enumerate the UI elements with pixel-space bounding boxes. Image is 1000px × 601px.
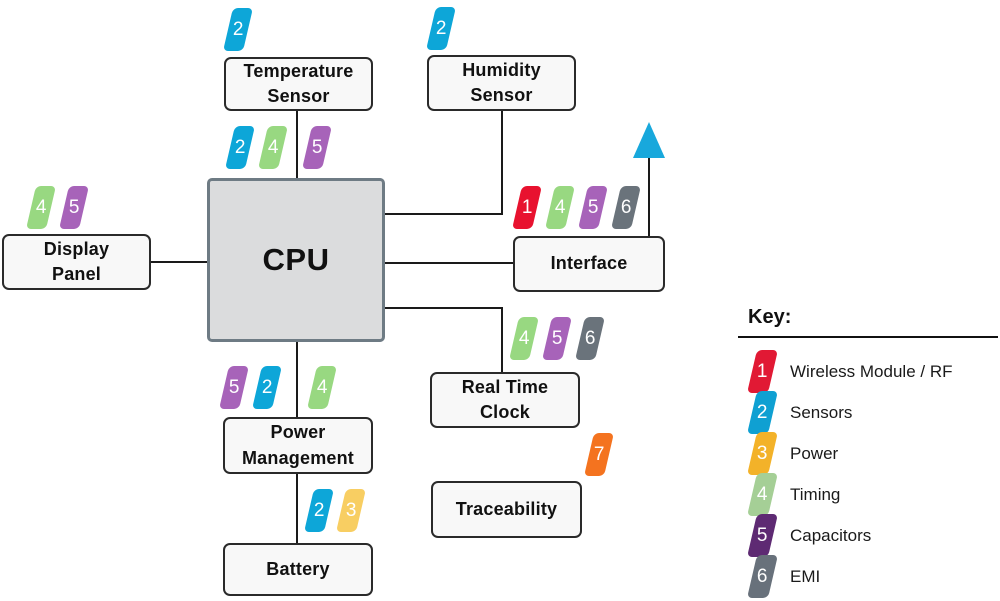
badge-5: 5 (219, 366, 249, 409)
badges-humidity-sensor: 2 (426, 7, 456, 50)
badge-6: 6 (747, 555, 778, 598)
node-label: Power Management (241, 422, 355, 468)
badge-number: 2 (261, 376, 273, 398)
node-label: Traceability (455, 498, 558, 519)
badges-traceability: 7 (584, 433, 614, 476)
badge-number: 6 (584, 327, 596, 349)
node-label: CPU (262, 242, 330, 278)
badge-number: 6 (620, 196, 632, 218)
badge-number: 5 (551, 327, 563, 349)
badge-number: 1 (757, 360, 768, 382)
badge-number: 2 (313, 499, 325, 521)
badge-3: 3 (747, 432, 778, 475)
badge-number: 2 (234, 136, 246, 158)
badge-number: 4 (267, 136, 279, 158)
legend-label: Capacitors (790, 525, 872, 545)
node-temperature-sensor: Temperature Sensor (224, 57, 373, 111)
badge-2: 2 (225, 126, 255, 169)
legend-row-1: 1 Wireless Module / RF (738, 350, 998, 393)
badge-number: 7 (593, 443, 605, 465)
legend-row-4: 4 Timing (738, 473, 998, 516)
badge-number: 4 (757, 483, 768, 505)
badge-number: 3 (345, 499, 357, 521)
legend-rows: 1 Wireless Module / RF 2 Sensors 3 Power 4 Timi… (738, 350, 998, 598)
badge-number: 4 (316, 376, 328, 398)
badge-4: 4 (26, 186, 56, 229)
node-display-panel: Display Panel (2, 234, 151, 290)
legend-row-2: 2 Sensors (738, 391, 998, 434)
node-label: Battery (266, 558, 330, 579)
badge-number: 4 (554, 196, 566, 218)
legend-label: Wireless Module / RF (790, 361, 953, 381)
node-label: Humidity Sensor (462, 59, 541, 105)
node-interface: Interface (513, 236, 665, 292)
badge-number: 2 (232, 18, 244, 40)
node-power-management: Power Management (223, 417, 373, 474)
antenna-arrow-icon (633, 122, 665, 158)
node-label: Real Time Clock (461, 376, 549, 422)
node-label: Temperature Sensor (243, 60, 354, 106)
badge-number: 4 (35, 196, 47, 218)
node-humidity-sensor: Humidity Sensor (427, 55, 576, 111)
node-label: Display Panel (43, 238, 110, 284)
badge-number: 6 (757, 565, 768, 587)
node-battery: Battery (223, 543, 373, 596)
badge-number: 2 (435, 17, 447, 39)
badge-1: 1 (512, 186, 542, 229)
badge-4: 4 (545, 186, 575, 229)
legend-label: Power (790, 443, 839, 463)
legend-row-5: 5 Capacitors (738, 514, 998, 557)
badge-5: 5 (542, 317, 572, 360)
badge-4: 4 (747, 473, 778, 516)
legend-label: Sensors (790, 402, 853, 422)
badge-number: 5 (68, 196, 80, 218)
badge-5: 5 (747, 514, 778, 557)
node-label: Interface (550, 253, 628, 274)
legend-label: Timing (790, 484, 841, 504)
legend-row-6: 6 EMI (738, 555, 998, 598)
badges-temperature-sensor: 2 (223, 8, 253, 51)
badge-number: 3 (757, 442, 768, 464)
badge-2: 2 (304, 489, 334, 532)
badge-number: 5 (228, 376, 240, 398)
connector-humidity-cpu (385, 111, 503, 215)
badge-4: 4 (258, 126, 288, 169)
badge-number: 2 (757, 401, 768, 423)
legend: Key: 1 Wireless Module / RF 2 Sensors 3 Power… (738, 306, 998, 598)
badge-2: 2 (252, 366, 282, 409)
legend-row-3: 3 Power (738, 432, 998, 475)
node-traceability: Traceability (431, 481, 582, 538)
badge-5: 5 (578, 186, 608, 229)
legend-title: Key: (738, 306, 998, 338)
node-cpu: CPU (207, 178, 385, 342)
connector-cpu-rtc (385, 307, 503, 372)
badge-number: 5 (757, 524, 768, 546)
badge-4: 4 (509, 317, 539, 360)
badge-number: 5 (311, 136, 323, 158)
legend-label: EMI (790, 566, 821, 586)
badge-number: 4 (518, 327, 530, 349)
badge-number: 1 (521, 196, 533, 218)
badge-number: 5 (587, 196, 599, 218)
badge-1: 1 (747, 350, 778, 393)
node-real-time-clock: Real Time Clock (430, 372, 580, 428)
badge-2: 2 (747, 391, 778, 434)
